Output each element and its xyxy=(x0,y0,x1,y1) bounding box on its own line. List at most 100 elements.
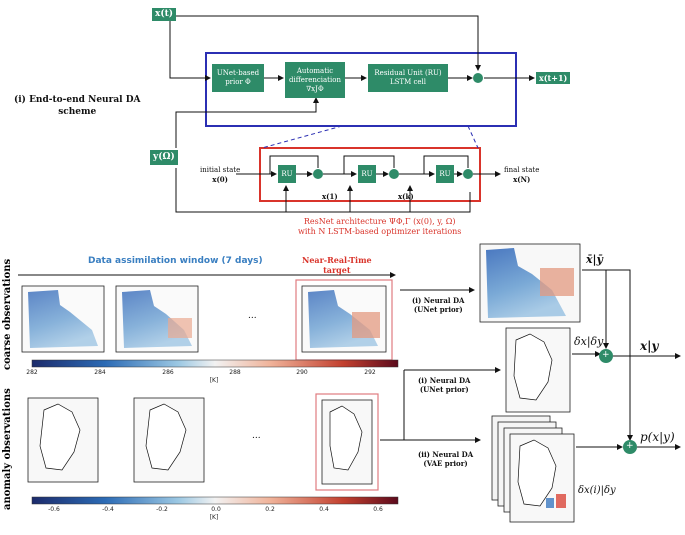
branch2-line1: (i) Neural DA xyxy=(418,376,471,385)
xk-label: x(k) xyxy=(398,192,414,201)
initial-state-line2: x(0) xyxy=(212,175,228,184)
cb2-tick-0: -0.6 xyxy=(48,506,60,513)
autodiff-box: Automatic differenciation ∇xJΦ xyxy=(285,62,345,98)
branch2-line2: (UNet prior) xyxy=(419,385,469,394)
colorbar-temperature xyxy=(31,359,399,368)
unet-box-line1: UNet-based xyxy=(216,69,260,77)
ru-block-1: RU xyxy=(278,165,296,183)
output-pxy-label: p(x|y) xyxy=(640,430,675,444)
branch1-line1: (i) Neural DA xyxy=(412,296,465,305)
initial-state-line1: initial state xyxy=(200,166,241,174)
final-state-line1: final state xyxy=(504,166,540,174)
cb1-tick-2: 286 xyxy=(162,369,174,376)
da-window-title: Data assimilation window (7 days) xyxy=(88,256,263,266)
scheme-title-line2: scheme xyxy=(58,107,97,117)
resnet-caption-line1: ResNet architecture ΨΦ,Γ (x(0), y, Ω) xyxy=(303,217,456,226)
cb1-unit: [K] xyxy=(209,377,219,384)
cb1-tick-0: 282 xyxy=(26,369,38,376)
output-ensemble-anom2 xyxy=(546,498,554,508)
output-ensemble-land xyxy=(517,439,557,507)
sum-node-2 xyxy=(389,169,399,179)
label-y-omega: y(Ω) xyxy=(150,150,178,165)
cb2-tick-6: 0.6 xyxy=(373,506,383,513)
cb2-tick-4: 0.2 xyxy=(265,506,275,513)
scheme-title: (i) End-to-end Neural DA scheme xyxy=(14,94,141,118)
label-x-t1: x(t+1) xyxy=(536,72,571,84)
unet-prior-box: UNet-based prior Φ xyxy=(212,64,264,92)
resnet-caption-line2: with N LSTM-based optimizer iterations xyxy=(298,227,462,236)
ellipsis-anomaly: ... xyxy=(252,431,261,441)
nrt-line2: target xyxy=(323,265,351,275)
branch3-line1: (ii) Neural DA xyxy=(418,450,474,459)
anomaly-nrt-frame xyxy=(315,393,379,491)
ellipsis-coarse: ... xyxy=(248,311,257,321)
plus-node-1 xyxy=(599,349,613,363)
anomaly-observations-label: anomaly observations xyxy=(2,388,13,510)
branch3-label: (ii) Neural DA (VAE prior) xyxy=(418,450,473,468)
output-map-mean-sea xyxy=(486,248,566,318)
cb2-tick-3: 0.0 xyxy=(211,506,221,513)
plus-sign-2: + xyxy=(626,441,634,451)
skip-3 xyxy=(423,155,469,174)
top-scheme xyxy=(169,15,535,213)
branch1-label: (i) Neural DA (UNet prior) xyxy=(412,296,464,314)
input-to-unet xyxy=(169,16,211,81)
coarse-map-2-warm xyxy=(168,318,192,338)
cb1-tick-1: 284 xyxy=(94,369,106,376)
output-xy-label: x|y xyxy=(640,339,659,353)
initial-state-label: initial state x(0) xyxy=(200,166,240,185)
obs-to-resnet xyxy=(175,168,471,213)
coarse-map-1-sea xyxy=(28,290,98,348)
unet-box-line2: prior Φ xyxy=(225,78,251,86)
colorbar-anomaly xyxy=(31,496,399,505)
cb1-tick-4: 290 xyxy=(296,369,308,376)
plus-node-2 xyxy=(623,440,637,454)
anomaly-map-2-land xyxy=(145,403,187,471)
branch1-line2: (UNet prior) xyxy=(413,305,463,314)
ru-box-line1: Residual Unit (RU) xyxy=(374,69,442,77)
output-map-mean-warm xyxy=(540,268,574,296)
cb1-tick-5: 292 xyxy=(364,369,376,376)
ru-box-line2: LSTM cell xyxy=(389,78,427,86)
output-map-anomaly-land xyxy=(513,333,553,401)
cb2-tick-1: -0.4 xyxy=(102,506,114,513)
sum-node-3 xyxy=(463,169,473,179)
dashed-link-right xyxy=(467,125,479,149)
branch3-line2: (VAE prior) xyxy=(423,459,468,468)
autodiff-line1: Automatic xyxy=(296,66,334,75)
plus-sign-1: + xyxy=(602,350,610,360)
skip-2 xyxy=(343,155,395,174)
output-ensemble-anom xyxy=(556,494,566,508)
anomaly-map-1-land xyxy=(39,403,81,471)
x1-label: x(1) xyxy=(322,192,338,201)
autodiff-line3: ∇xJΦ xyxy=(306,84,324,93)
ru-block-3: RU xyxy=(436,165,454,183)
branch2-label: (i) Neural DA (UNet prior) xyxy=(418,376,470,394)
final-state-label: final state x(N) xyxy=(504,166,539,185)
sum-node-1 xyxy=(313,169,323,179)
final-state-line2: x(N) xyxy=(513,175,531,184)
label-x-t: x(t) xyxy=(152,8,177,21)
residual-unit-box: Residual Unit (RU) LSTM cell xyxy=(368,64,448,92)
combine-mean-2 xyxy=(606,269,633,441)
nrt-target-label: Near-Real-Time target xyxy=(302,255,372,275)
cb1-tick-3: 288 xyxy=(229,369,241,376)
resnet-caption: ResNet architecture ΨΦ,Γ (x(0), y, Ω) wi… xyxy=(298,217,461,237)
obs-to-autodiff xyxy=(175,97,319,148)
anomaly-map-3-land xyxy=(329,405,363,471)
coarse-observations-label: coarse observations xyxy=(2,258,13,370)
cb2-unit: [K] xyxy=(209,514,219,521)
bottom-section xyxy=(18,243,681,523)
ru-block-2: RU xyxy=(358,165,376,183)
nrt-line1: Near-Real-Time xyxy=(302,255,372,265)
blue-frame xyxy=(205,52,517,127)
cb2-tick-2: -0.2 xyxy=(156,506,168,513)
output-dx-label: δx|δy xyxy=(574,335,604,348)
scheme-title-line1: (i) End-to-end Neural DA xyxy=(14,95,141,105)
output-dxi-label: δx(i)|δy xyxy=(578,485,616,496)
coarse-map-3-warm xyxy=(352,312,380,338)
skip-1 xyxy=(269,155,319,174)
skip-connection xyxy=(170,15,481,71)
autodiff-line2: differenciation xyxy=(289,75,341,84)
